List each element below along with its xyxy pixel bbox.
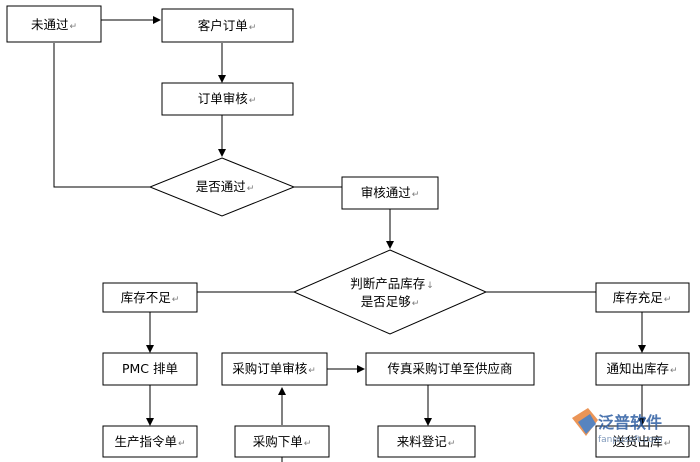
svg-text:是否通过↵: 是否通过↵ — [196, 179, 255, 194]
svg-text:送货出库↵: 送货出库↵ — [613, 434, 672, 449]
watermark-brand: 泛普软件 — [598, 413, 662, 432]
node-label-stock-sufficient: 库存充足 — [613, 290, 664, 305]
paragraph-mark: ↵ — [247, 184, 255, 194]
svg-text:审核通过↵: 审核通过↵ — [361, 185, 420, 200]
node-customer-order: 客户订单↵ — [161, 8, 294, 43]
svg-text:未通过↵: 未通过↵ — [31, 17, 77, 32]
node-fax-purchase-order: 传真采购订单至供应商 — [365, 352, 535, 386]
watermark: 泛普软件 fanpusoft.com — [572, 408, 663, 445]
paragraph-mark: ↵ — [308, 366, 316, 376]
node-material-receipt: 来料登记↵ — [377, 425, 476, 458]
node-review-passed: 审核通过↵ — [341, 176, 439, 210]
svg-text:生产指令单↵: 生产指令单↵ — [114, 434, 185, 449]
node-deliver-outbound: 送货出库↵ — [595, 425, 690, 458]
paragraph-mark: ↵ — [69, 22, 77, 32]
svg-text:通知出库存↵: 通知出库存↵ — [606, 361, 677, 376]
node-label-notify-outbound: 通知出库存 — [606, 361, 669, 376]
node-stock-sufficient: 库存充足↵ — [595, 282, 690, 313]
node-label-stock-insufficient: 库存不足 — [121, 290, 172, 305]
paragraph-mark: ↵ — [448, 439, 456, 449]
node-label-deliver-outbound: 送货出库 — [613, 434, 663, 449]
watermark-logo-icon — [572, 408, 598, 436]
decision-inventory: 判断产品库存↓ 是否足够↵ — [292, 249, 488, 335]
decision-passed: 是否通过↵ — [148, 157, 296, 217]
watermark-url: fanpusoft.com — [598, 435, 663, 445]
node-label-fax-purchase-order: 传真采购订单至供应商 — [387, 361, 512, 376]
svg-text:判断产品库存↓: 判断产品库存↓ — [350, 276, 434, 291]
paragraph-mark: ↵ — [412, 190, 420, 200]
node-not-passed: 未通过↵ — [6, 5, 102, 43]
paragraph-mark: ↵ — [664, 439, 672, 449]
paragraph-mark: ↵ — [249, 23, 257, 33]
node-label-production-order: 生产指令单 — [114, 434, 177, 449]
edge-decision-to-not-passed — [53, 43, 150, 188]
connectors — [53, 16, 646, 462]
svg-text:库存不足↵: 库存不足↵ — [121, 290, 180, 305]
node-label-pmc-schedule: PMC 排单 — [122, 361, 178, 376]
node-order-review: 订单审核↵ — [161, 82, 294, 116]
paragraph-mark: ↵ — [412, 299, 420, 309]
svg-text:是否足够↵: 是否足够↵ — [361, 294, 420, 309]
node-label-order-review: 订单审核 — [198, 91, 249, 106]
paragraph-mark: ↵ — [670, 366, 678, 376]
node-label-purchase-order-review: 采购订单审核 — [232, 361, 308, 376]
svg-text:订单审核↵: 订单审核↵ — [198, 91, 257, 106]
paragraph-mark: ↵ — [664, 295, 672, 305]
svg-text:来料登记↵: 来料登记↵ — [397, 434, 456, 449]
svg-text:库存充足↵: 库存充足↵ — [613, 290, 672, 305]
node-label-judge-inventory-line2: 是否足够 — [361, 294, 412, 309]
node-label-review-passed: 审核通过 — [361, 185, 412, 200]
node-purchase-place-order: 采购下单↵ — [234, 425, 330, 458]
svg-text:采购订单审核↵: 采购订单审核↵ — [232, 361, 316, 376]
node-label-customer-order: 客户订单 — [198, 18, 248, 33]
svg-text:采购下单↵: 采购下单↵ — [253, 434, 312, 449]
node-label-not-passed: 未通过 — [31, 17, 69, 32]
node-label-purchase-place-order: 采购下单 — [253, 434, 303, 449]
paragraph-mark: ↵ — [178, 439, 186, 449]
node-production-order: 生产指令单↵ — [102, 425, 198, 458]
node-label-material-receipt: 来料登记 — [397, 434, 448, 449]
svg-text:客户订单↵: 客户订单↵ — [198, 18, 257, 33]
paragraph-mark: ↵ — [249, 96, 257, 106]
paragraph-mark: ↵ — [172, 295, 180, 305]
node-stock-insufficient: 库存不足↵ — [102, 282, 198, 313]
node-pmc-schedule: PMC 排单 — [102, 352, 198, 386]
node-notify-outbound: 通知出库存↵ — [595, 352, 690, 386]
node-label-judge-inventory-line1: 判断产品库存 — [350, 276, 425, 291]
node-purchase-order-review: 采购订单审核↵ — [221, 352, 328, 386]
node-label-passed-question: 是否通过 — [196, 179, 247, 194]
paragraph-mark: ↵ — [304, 439, 312, 449]
line-break-mark: ↓ — [426, 281, 434, 291]
